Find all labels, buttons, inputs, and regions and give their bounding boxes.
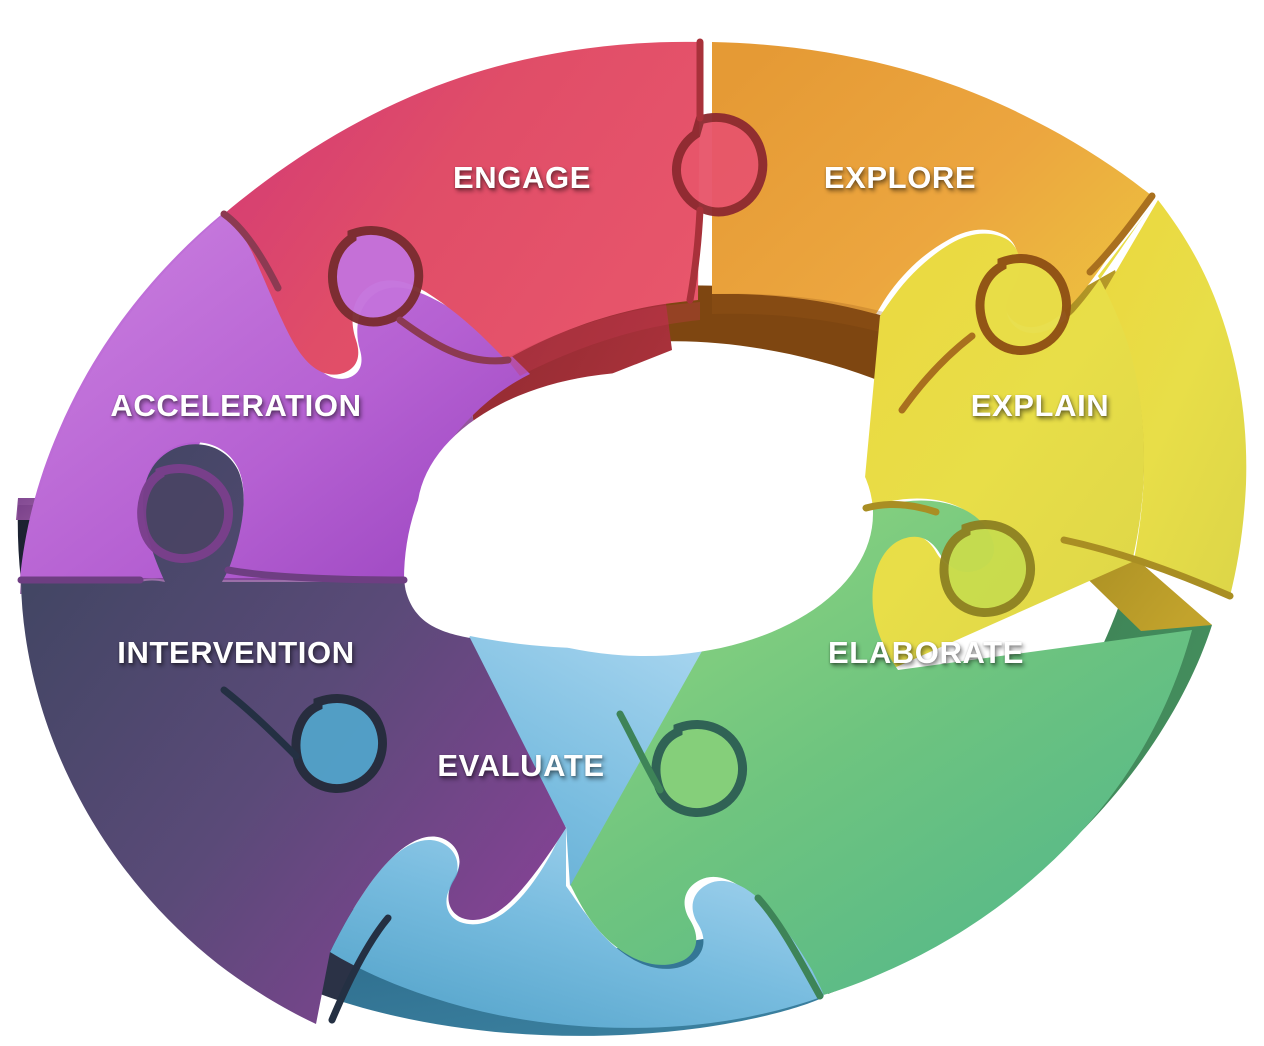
separator-intervention-acceleration bbox=[17, 566, 408, 584]
segment-explore-top[interactable] bbox=[712, 42, 1152, 328]
segment-evaluate-top[interactable] bbox=[330, 826, 824, 1028]
knob-explore-explain bbox=[975, 254, 1071, 355]
segment-separators bbox=[17, 38, 1234, 1024]
knob-evaluate-intervention bbox=[291, 694, 387, 793]
segment-explain[interactable] bbox=[862, 200, 1247, 668]
segment-explore[interactable] bbox=[712, 42, 1152, 334]
knob-intervention-acceleration bbox=[137, 464, 233, 563]
inner-wall-explore bbox=[652, 285, 1010, 452]
segment-elaborate-top[interactable] bbox=[570, 500, 1192, 996]
segment-elaborate[interactable] bbox=[570, 500, 1192, 996]
separator-acceleration-engage bbox=[220, 210, 512, 365]
knob-engage-acceleration bbox=[328, 226, 424, 327]
knob-explain-elaborate bbox=[939, 520, 1035, 617]
separator-elaborate-evaluate bbox=[616, 710, 824, 1000]
segment-engage-inner-edge bbox=[506, 302, 700, 376]
separator-explore-explain bbox=[898, 192, 1156, 414]
inner-wall-engage-2 bbox=[466, 288, 672, 428]
segment-explore-inner-edge bbox=[712, 293, 898, 334]
separator-explain-elaborate bbox=[862, 501, 1234, 600]
separator-engage-explore bbox=[686, 38, 704, 304]
knob-elaborate-evaluate bbox=[651, 720, 747, 817]
knob-engage-explore bbox=[672, 113, 768, 217]
segment-explain-body[interactable] bbox=[862, 200, 1156, 668]
center-hole bbox=[417, 372, 873, 656]
separator-evaluate-intervention bbox=[220, 686, 392, 1024]
segment-explain-top[interactable] bbox=[1104, 200, 1247, 596]
puzzle-connectors bbox=[137, 113, 1071, 817]
